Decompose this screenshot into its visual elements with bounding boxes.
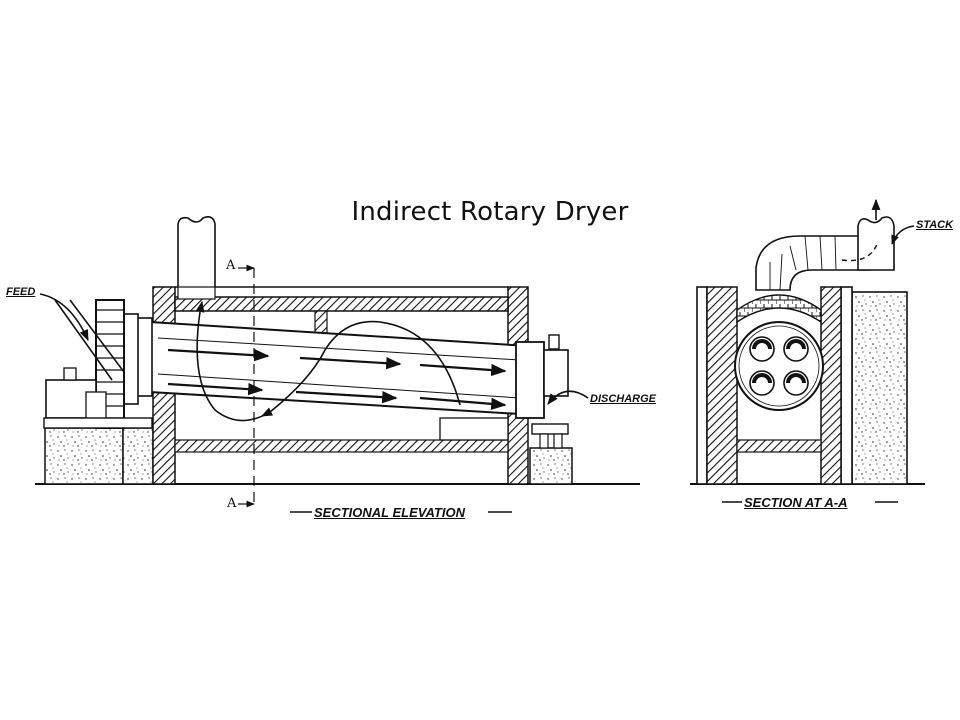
buckstay-right xyxy=(840,286,853,485)
discharge-pointer xyxy=(547,390,589,405)
diagram-title: Indirect Rotary Dryer xyxy=(351,197,629,227)
section-arch xyxy=(736,294,822,324)
flow-arrows xyxy=(167,348,507,411)
stack-label: STACK xyxy=(916,219,954,231)
section-aa-text: SECTION AT A-A xyxy=(744,495,848,510)
section-side-masonry xyxy=(851,291,908,485)
furnace-floor xyxy=(174,439,509,453)
baffle xyxy=(314,310,328,334)
sectional-elevation-caption: SECTIONAL ELEVATION xyxy=(314,505,465,520)
feed-foundation xyxy=(44,427,124,485)
section-aa-caption: SECTION AT A-A xyxy=(744,495,848,510)
section-marker-bottom: A xyxy=(227,496,237,511)
discharge-support xyxy=(531,423,569,435)
buckstay-left xyxy=(696,286,708,485)
feed-pointer xyxy=(39,293,89,342)
drive-foundation xyxy=(122,427,154,485)
section-marker-top: A xyxy=(226,258,236,273)
drum-cross-section xyxy=(734,321,824,411)
discharge-label: DISCHARGE xyxy=(590,393,657,405)
section-right-wall xyxy=(820,286,842,485)
section-floor xyxy=(736,439,822,453)
section-left-wall xyxy=(706,286,738,485)
floor-step xyxy=(439,417,509,441)
sectional-elevation-text: SECTIONAL ELEVATION xyxy=(314,505,465,520)
stack-chimney xyxy=(857,216,895,271)
stack-duct xyxy=(755,235,871,291)
feed-label: FEED xyxy=(6,286,36,298)
furnace-roof xyxy=(174,296,509,312)
flue-chimney xyxy=(177,216,216,287)
discharge-housing xyxy=(515,341,545,419)
section-aa-drawing xyxy=(696,198,915,485)
discharge-foundation xyxy=(529,447,573,485)
sectional-elevation-drawing xyxy=(39,216,589,508)
stack-pointer xyxy=(891,225,915,245)
gas-flow-path xyxy=(196,311,461,422)
